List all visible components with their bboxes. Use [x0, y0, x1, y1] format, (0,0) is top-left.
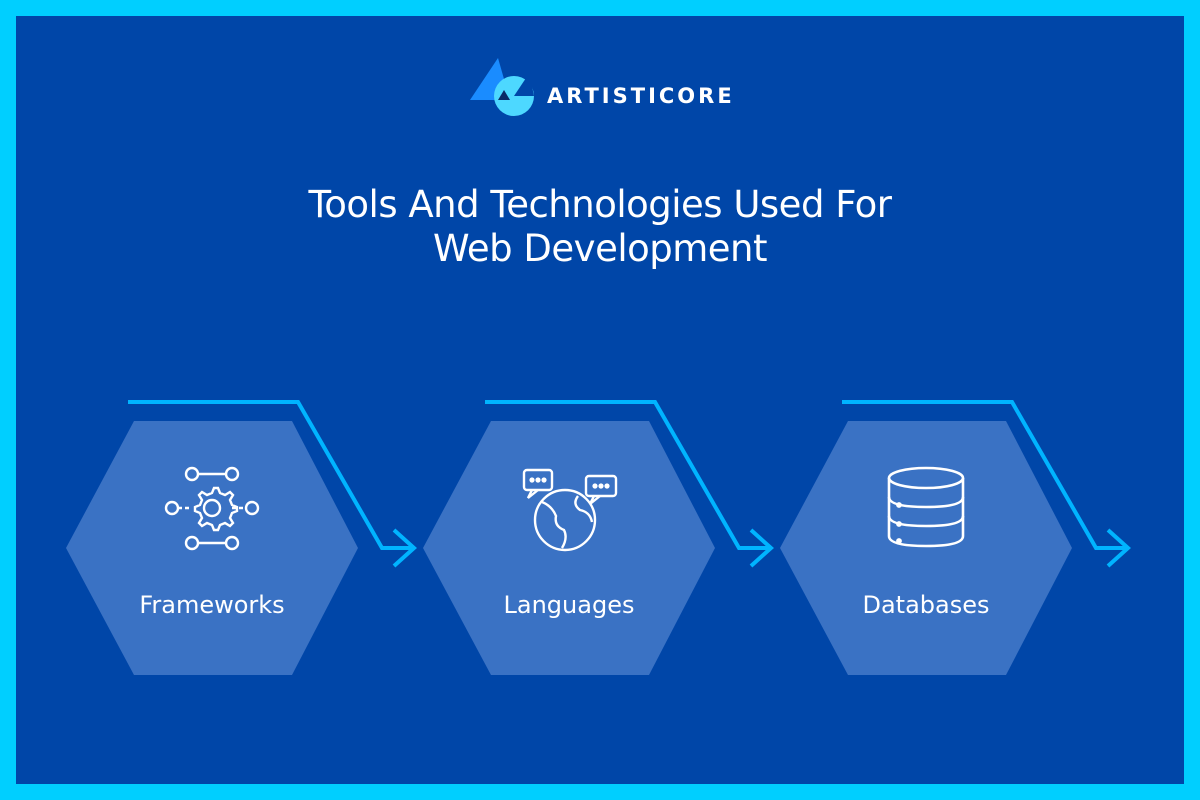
- step-label-databases: Databases: [862, 591, 990, 619]
- step-databases: [780, 400, 1131, 675]
- arrowhead-2: [749, 528, 774, 568]
- database-icon: [887, 466, 965, 548]
- globe-chat-icon: [522, 468, 618, 552]
- step-frameworks: [66, 400, 417, 675]
- page-title: Tools And Technologies Used For Web Deve…: [0, 183, 1200, 271]
- logo-mark-icon: [470, 58, 534, 116]
- connector-arrow-3: [842, 400, 1126, 550]
- hexagon-languages: [423, 421, 715, 675]
- step-label-frameworks: Frameworks: [139, 591, 285, 619]
- network-gear-icon: [164, 466, 260, 551]
- step-languages: [423, 400, 774, 675]
- hexagon-frameworks: [66, 421, 358, 675]
- connector-arrow-1: [128, 400, 412, 550]
- brand-name: ARTISTICORE: [547, 84, 735, 108]
- title-line-1: Tools And Technologies Used For: [308, 183, 892, 226]
- arrowhead-1: [392, 528, 417, 568]
- logo: ARTISTICORE: [468, 56, 738, 122]
- title-line-2: Web Development: [432, 227, 768, 270]
- arrowhead-3: [1106, 528, 1131, 568]
- connector-arrow-2: [485, 400, 769, 550]
- step-label-languages: Languages: [503, 591, 635, 619]
- hexagon-databases: [780, 421, 1072, 675]
